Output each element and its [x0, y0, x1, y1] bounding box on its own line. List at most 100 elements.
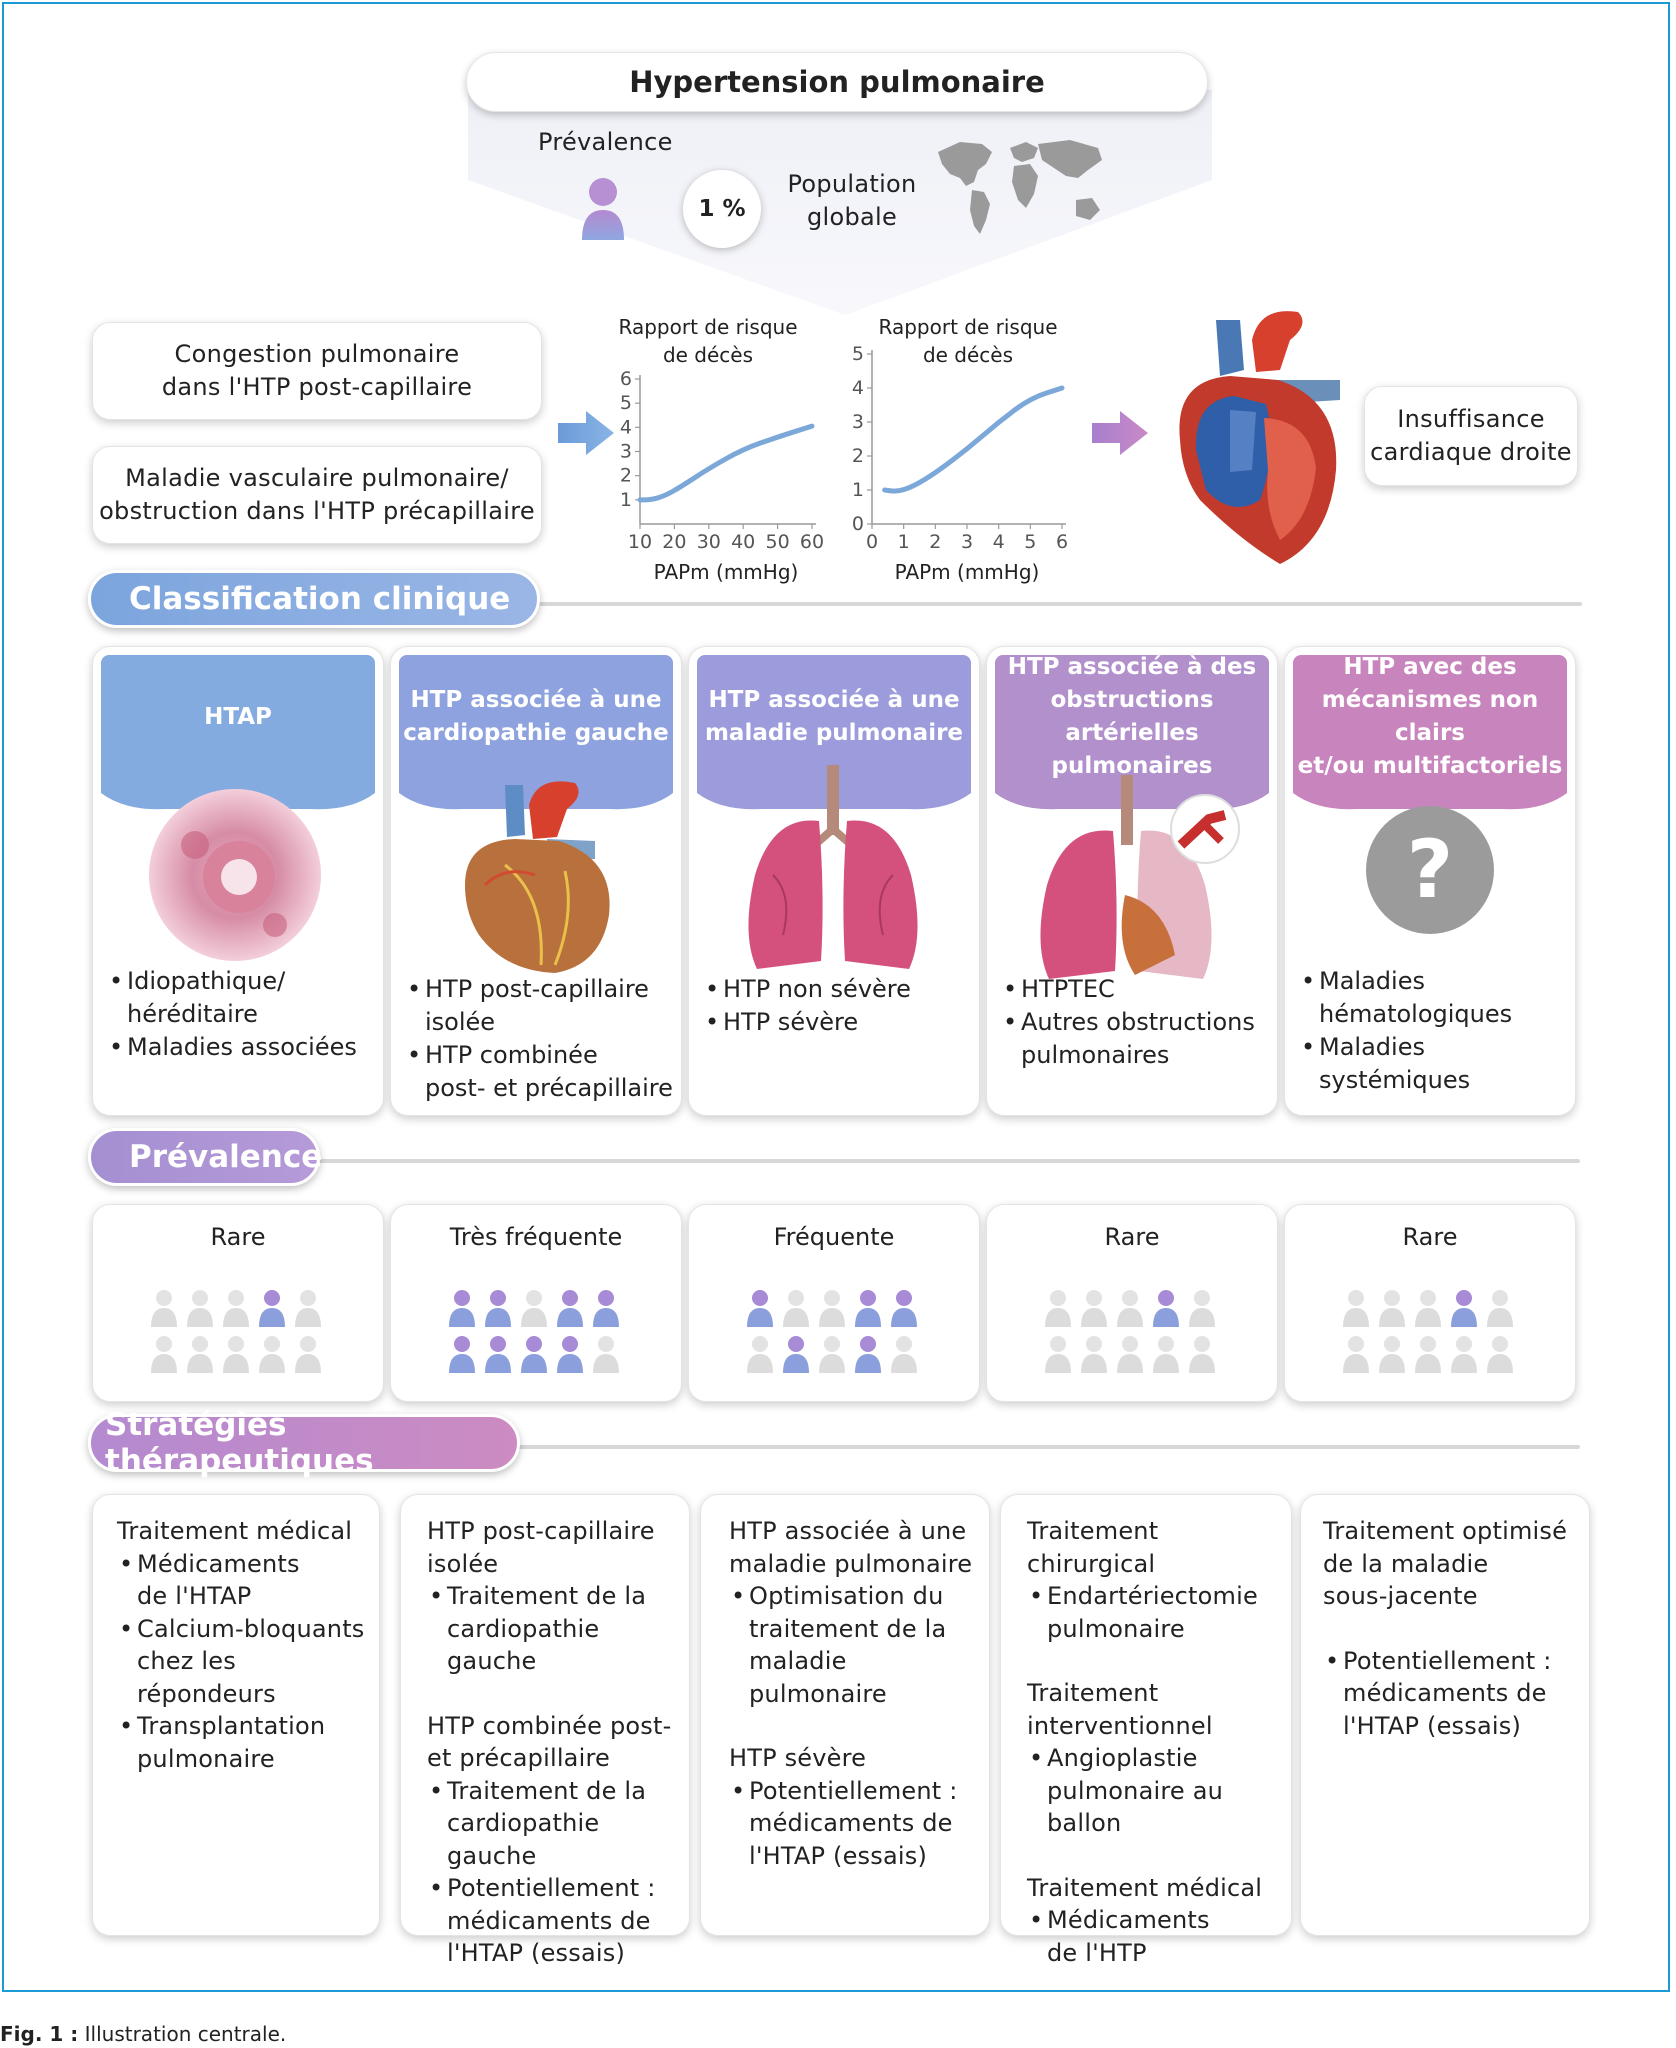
therapy-heading-line: Traitement médical: [1027, 1873, 1263, 1902]
person-slot: [1151, 1289, 1187, 1327]
bullet-list: Potentiellement :médicaments del'HTAP (e…: [729, 1775, 983, 1873]
therapy-heading-line: Traitement médical: [117, 1517, 353, 1545]
person-icon: [259, 1290, 285, 1327]
person-icon: [855, 1290, 881, 1327]
bullet-line: l'HTAP (essais): [1343, 1711, 1522, 1740]
chart-series-line: [637, 423, 815, 503]
person-icon: [1081, 1336, 1107, 1373]
chart-ylabel-line1: Rapport de risque: [619, 315, 798, 339]
bullet-line: de l'HTAP: [137, 1582, 252, 1610]
prevalence-card-3: Fréquente: [688, 1204, 980, 1402]
arrow-right-icon: [558, 411, 614, 455]
therapy-heading-line: isolée: [427, 1549, 499, 1578]
figure-caption: Fig. 1 : Illustration centrale.: [0, 2022, 287, 2046]
group-header-line: obstructions artérielles: [1050, 687, 1214, 746]
bullet-line: pulmonaire: [1047, 1614, 1185, 1643]
person-icon: [891, 1336, 917, 1373]
person-icon: [521, 1336, 547, 1373]
therapy-block: HTP post-capillaireisoléeTraitement de l…: [427, 1515, 683, 1678]
chart-ytick-label: 1: [620, 489, 632, 511]
person-slot: [1413, 1335, 1449, 1373]
bullet-line: HTP combinée: [425, 1041, 598, 1069]
prevalence-level: Très fréquente: [449, 1223, 623, 1251]
person-slot: [293, 1335, 329, 1373]
person-icon: [819, 1336, 845, 1373]
bullet-item: Potentiellement :médicaments del'HTAP (e…: [427, 1872, 683, 1970]
person-icon: [151, 1290, 177, 1327]
person-slot: [1079, 1335, 1115, 1373]
person-icon: [783, 1336, 809, 1373]
percent-badge: 1 %: [683, 170, 761, 248]
lung-vessel-illustration: [1040, 775, 1240, 979]
person-slot: [447, 1289, 483, 1327]
person-slot: [555, 1335, 591, 1373]
bullet-line: pulmonaires: [1021, 1041, 1170, 1069]
group-card-4: HTP associée à des obstructions artériell…: [986, 646, 1278, 1116]
bullet-line: l'HTAP (essais): [749, 1841, 928, 1870]
person-icon: [1343, 1336, 1369, 1373]
population-label: Population globale: [787, 170, 917, 231]
therapy-heading-line: maladie pulmonaire: [729, 1549, 973, 1578]
chart-ylabel-line2: de décès: [923, 343, 1013, 367]
chart-ytick-label: 3: [620, 441, 632, 463]
therapy-heading-line: HTP post-capillaire: [427, 1517, 655, 1545]
bullet-line: cardiopathie gauche: [447, 1614, 600, 1676]
main-title: Hypertension pulmonaire: [466, 52, 1208, 112]
bullet-list: HTP post-capillaireisoléeHTP combinéepos…: [405, 973, 673, 1105]
bullet-item: HTP non sévère: [703, 973, 971, 1006]
question-mark: ?: [1407, 823, 1453, 916]
bullet-line: Potentiellement :: [447, 1874, 656, 1902]
person-slot: [1377, 1335, 1413, 1373]
section-divider: [510, 1445, 1580, 1449]
group-header-line: HTP associée à des: [1007, 654, 1257, 680]
bullet-line: maladie pulmonaire: [749, 1647, 887, 1708]
person-icon: [449, 1336, 475, 1373]
person-icon: [1451, 1336, 1477, 1373]
therapy-heading-line: de la maladie: [1323, 1549, 1489, 1578]
person-slot: [555, 1289, 591, 1327]
person-slot: [889, 1335, 925, 1373]
person-slot: [1187, 1335, 1223, 1373]
bullet-line: Autres obstructions: [1021, 1008, 1255, 1036]
question-icon: ?: [1366, 806, 1494, 934]
group-header-text: HTAP: [204, 701, 272, 734]
chart-ytick-label: 0: [852, 513, 864, 535]
person-icon: [223, 1336, 249, 1373]
bullet-item: Maladies associées: [107, 1031, 375, 1064]
therapy-heading-line: HTP associée à une: [729, 1517, 967, 1545]
person-icon: [1189, 1336, 1215, 1373]
person-icon: [855, 1336, 881, 1373]
bullet-line: Maladies: [1319, 1033, 1425, 1061]
bullet-line: Médicaments: [1047, 1906, 1210, 1934]
bullet-line: Maladies: [1319, 967, 1425, 995]
person-slot: [149, 1289, 185, 1327]
person-slot: [221, 1335, 257, 1373]
bullet-line: Angioplastie: [1047, 1744, 1198, 1772]
prevalence-people-grid: [149, 1289, 329, 1373]
therapy-block: Traitement chirurgicalEndartériectomiepu…: [1027, 1515, 1285, 1645]
group-illustration: [445, 775, 625, 979]
chart-xtick-label: 1: [898, 531, 910, 553]
bullet-item: Idiopathique/héréditaire: [107, 965, 375, 1031]
chart-xtick-label: 20: [662, 531, 686, 553]
prevalence-card-1: Rare: [92, 1204, 384, 1402]
person-slot: [1341, 1335, 1377, 1373]
